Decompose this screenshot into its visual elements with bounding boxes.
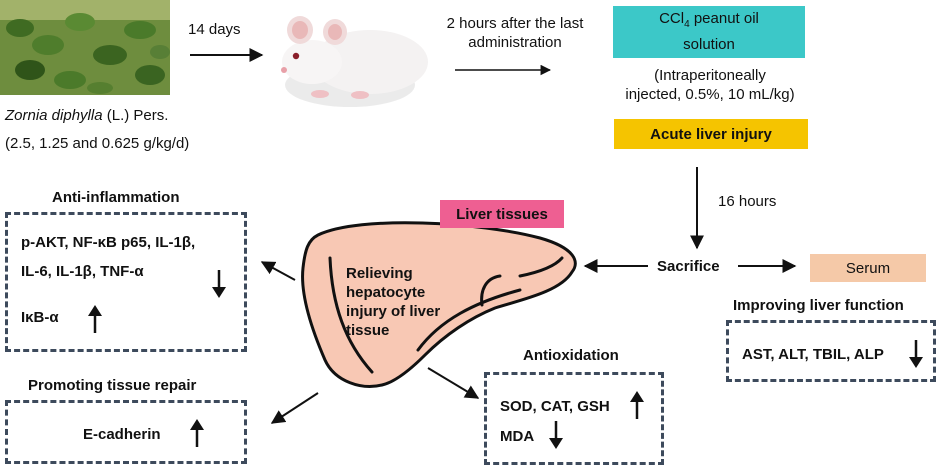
plant-species-label: Zornia diphylla (L.) Pers.	[5, 107, 169, 124]
antioxidation-markers-line2: MDA	[500, 428, 535, 445]
tissue-repair-title: Promoting tissue repair	[28, 377, 197, 394]
plant-photo-icon	[0, 0, 170, 95]
liver-effect-text: Relieving hepatocyte injury of liver tis…	[346, 265, 441, 339]
inflammation-markers-line3: IκB-α	[21, 309, 59, 326]
antioxidation-box: SOD, CAT, GSH MDA	[484, 372, 664, 465]
liver-function-box: AST, ALT, TBIL, ALP	[726, 320, 936, 382]
after-admin-label: 2 hours after the last administration	[446, 15, 584, 51]
sacrifice-label: Sacrifice	[657, 258, 720, 275]
antioxidation-title: Antioxidation	[523, 347, 619, 364]
arrow-up-icon	[88, 305, 102, 333]
liver-function-markers-line: AST, ALT, TBIL, ALP	[742, 346, 884, 363]
liver-function-title: Improving liver function	[733, 297, 904, 314]
days-label: 14 days	[188, 21, 241, 38]
arrow-up-icon	[190, 419, 204, 447]
tissue-repair-box: E-cadherin	[5, 400, 247, 464]
anti-inflammation-box: p-AKT, NF-κB p65, IL-1β, IL-6, IL-1β, TN…	[5, 212, 247, 352]
plant-dose-label: (2.5, 1.25 and 0.625 g/kg/d)	[5, 135, 190, 152]
repair-marker-line: E-cadherin	[83, 426, 161, 443]
injection-label: (Intraperitoneally injected, 0.5%, 10 mL…	[625, 67, 795, 103]
liver-tissues-tag: Liver tissues	[440, 200, 564, 228]
serum-tag: Serum	[810, 254, 926, 282]
inflammation-markers-line2: IL-6, IL-1β, TNF-α	[21, 263, 144, 280]
arrow-down-icon	[549, 421, 563, 449]
arrow-up-icon	[630, 391, 644, 419]
antioxidation-markers-line1: SOD, CAT, GSH	[500, 398, 610, 415]
mouse-icon	[281, 16, 428, 107]
liver-icon	[301, 221, 577, 388]
arrow-down-icon	[212, 270, 226, 298]
acute-liver-injury-tag: Acute liver injury	[614, 119, 808, 149]
inflammation-markers-line1: p-AKT, NF-κB p65, IL-1β,	[21, 234, 196, 251]
hours16-label: 16 hours	[718, 193, 777, 210]
ccl4-solution-box: CCl4 peanut oil solution	[613, 6, 805, 58]
arrow-down-icon	[909, 340, 923, 368]
anti-inflammation-title: Anti-inflammation	[52, 189, 180, 206]
